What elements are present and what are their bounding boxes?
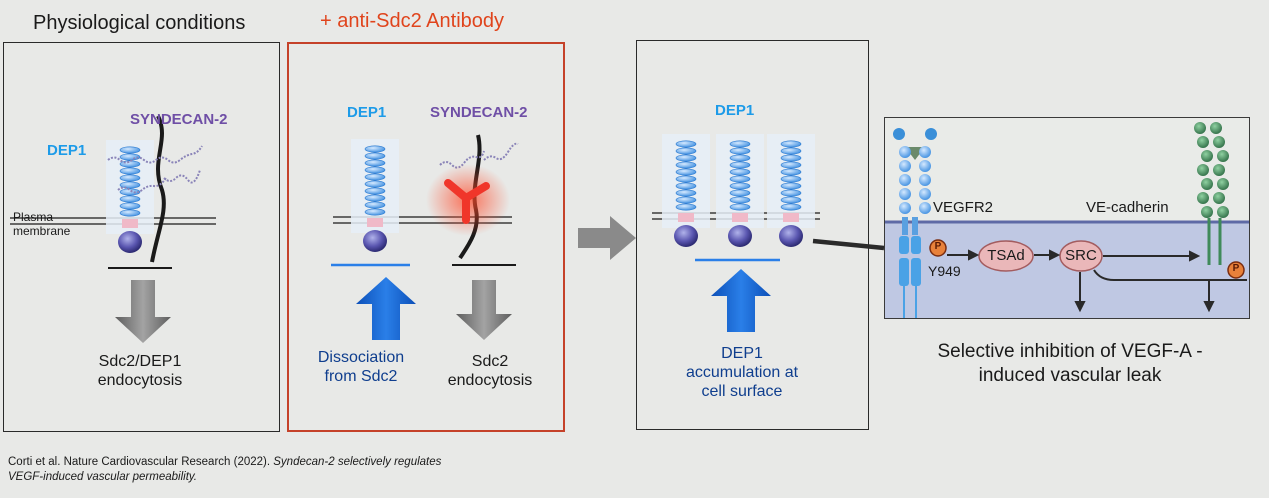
caption-panel1: Sdc2/DEP1 endocytosis [97, 353, 183, 389]
signaling-arrows [947, 249, 1247, 313]
dep1-protein-panel3-b [715, 133, 765, 248]
antibody-icon [426, 164, 510, 236]
citation-title-1: Syndecan-2 selectively regulates [273, 456, 442, 468]
dep1-protein-panel3-a [661, 133, 711, 248]
dep1-protein-panel1 [105, 139, 155, 254]
vegfr2-receptor [893, 128, 937, 318]
y949-label: Y949 [928, 263, 961, 279]
citation: Corti et al. Nature Cardiovascular Resea… [8, 455, 588, 485]
dep1-protein-panel2 [350, 138, 400, 253]
signaling-caption: Selective inhibition of VEGF-A - induced… [937, 341, 1203, 386]
dissociation-arrow [356, 277, 416, 340]
panel-signaling [884, 117, 1250, 319]
phospho-label-y949: P [934, 241, 942, 252]
phospho-label-vecad: P [1232, 263, 1240, 274]
caption-dissociation: Dissociation from Sdc2 [317, 349, 405, 385]
endocytosis-arrow-panel2 [456, 280, 512, 340]
phospho-icon-y949 [929, 239, 947, 257]
endocytosis-arrow-panel1 [115, 280, 171, 343]
caption-panel2: Sdc2 endocytosis [447, 353, 533, 389]
tsad-node [978, 240, 1034, 272]
panel-physiological [3, 42, 280, 432]
dep1-label-panel1: DEP1 [47, 142, 87, 159]
tsad-label: TSAd [987, 247, 1025, 264]
syndecan2-protein-panel1 [150, 115, 166, 263]
phospho-icon-vecad [1227, 261, 1245, 279]
syndecan2-label-panel1: SYNDECAN-2 [130, 111, 228, 128]
caption-panel3: DEP1 accumulation at cell surface [685, 345, 799, 400]
ve-cadherin-protein [1194, 122, 1229, 265]
citation-authors: Corti et al. Nature Cardiovascular Resea… [8, 456, 271, 468]
ve-cadherin-label: VE-cadherin [1086, 199, 1169, 216]
panel-antibody [287, 42, 565, 432]
panel-title-antibody: + anti-Sdc2 Antibody [320, 10, 505, 32]
accumulation-arrow [711, 269, 771, 332]
src-node [1059, 240, 1103, 272]
extracellular-space [885, 118, 1249, 222]
citation-title-2: VEGF-induced vascular permeability. [8, 471, 197, 483]
syndecan2-label-panel2: SYNDECAN-2 [430, 104, 528, 121]
dep1-label-panel3: DEP1 [715, 102, 755, 119]
cytoplasm [885, 222, 1249, 318]
vegfr2-label: VEGFR2 [933, 199, 994, 216]
plasma-membrane-label: Plasma membrane [13, 210, 71, 238]
dep1-protein-panel3-c [766, 133, 816, 248]
inhibition-arrow [812, 229, 895, 267]
panel-title-physiological: Physiological conditions [33, 12, 246, 34]
dep1-label-panel2: DEP1 [347, 104, 387, 121]
src-label: SRC [1065, 247, 1097, 264]
transition-arrow [578, 216, 636, 260]
panel-accumulation [636, 40, 869, 430]
